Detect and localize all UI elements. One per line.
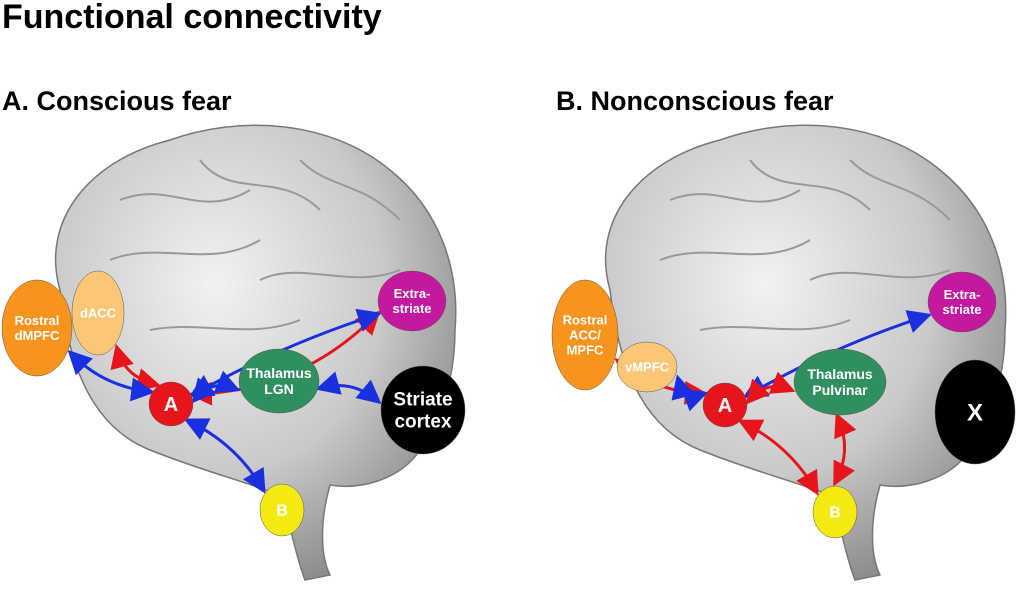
node-extra: Extra-striate xyxy=(377,270,447,332)
node-vis-label: X xyxy=(967,399,983,426)
node-acc: dACC xyxy=(71,270,125,356)
node-label-line: striate xyxy=(392,301,431,316)
node-label-line: dMPFC xyxy=(15,328,60,343)
node-label-line: X xyxy=(967,399,983,426)
node-label-line: vMPFC xyxy=(625,360,670,375)
edge-amyg-thal-blue xyxy=(191,370,241,404)
node-label-line: Extra- xyxy=(394,286,431,301)
node-label-line: Thalamus xyxy=(246,365,312,381)
brain-a xyxy=(54,124,457,581)
edge-amyg-b-red xyxy=(737,419,819,496)
node-label-line: B xyxy=(829,505,841,522)
node-label-line: cortex xyxy=(394,412,451,433)
node-b: B xyxy=(812,485,858,539)
node-b-label: B xyxy=(829,505,841,522)
edge-amyg-thal-red xyxy=(745,371,796,405)
panel-a-heading: A. Conscious fear xyxy=(2,86,232,116)
node-vis: X xyxy=(934,359,1016,465)
edge-thal-vis-blue xyxy=(315,371,382,405)
edge-amyg-rostral-blue xyxy=(67,349,156,402)
node-b-label: B xyxy=(276,503,288,520)
node-amyg: A xyxy=(702,382,748,428)
node-label-line: striate xyxy=(942,302,981,317)
edge-thal-b-red xyxy=(833,412,857,487)
node-label-line: A xyxy=(718,395,732,417)
node-label-line: A xyxy=(164,394,178,416)
node-label-line: B xyxy=(276,503,288,520)
node-label-line: Thalamus xyxy=(807,366,873,382)
node-amyg-label: A xyxy=(164,394,178,416)
edge-amyg-b-blue xyxy=(183,418,266,494)
node-label-line: Rostral xyxy=(15,313,60,328)
node-amyg: A xyxy=(148,381,194,427)
node-label-line: MPFC xyxy=(567,343,604,358)
node-label-line: Rostral xyxy=(563,313,608,328)
node-label-line: Striate xyxy=(393,390,452,411)
figure-title: Functional connectivity xyxy=(2,0,382,36)
node-label-line: Extra- xyxy=(944,287,981,302)
node-acc-label: vMPFC xyxy=(625,360,670,375)
node-extra-label: Extra-striate xyxy=(392,286,431,316)
node-b: B xyxy=(259,483,305,537)
node-label-line: LGN xyxy=(264,381,294,397)
node-label-line: ACC/ xyxy=(569,328,601,343)
node-label-line: Pulvinar xyxy=(812,382,868,398)
node-acc: vMPFC xyxy=(616,341,678,393)
node-label-line: dACC xyxy=(80,306,117,321)
panel-b-heading: B. Nonconscious fear xyxy=(556,86,834,116)
node-extra-label: Extra-striate xyxy=(942,287,981,317)
node-amyg-label: A xyxy=(718,395,732,417)
node-extra: Extra-striate xyxy=(927,271,997,333)
node-acc-label: dACC xyxy=(80,306,117,321)
edge-amyg-acc-blue xyxy=(671,374,709,412)
